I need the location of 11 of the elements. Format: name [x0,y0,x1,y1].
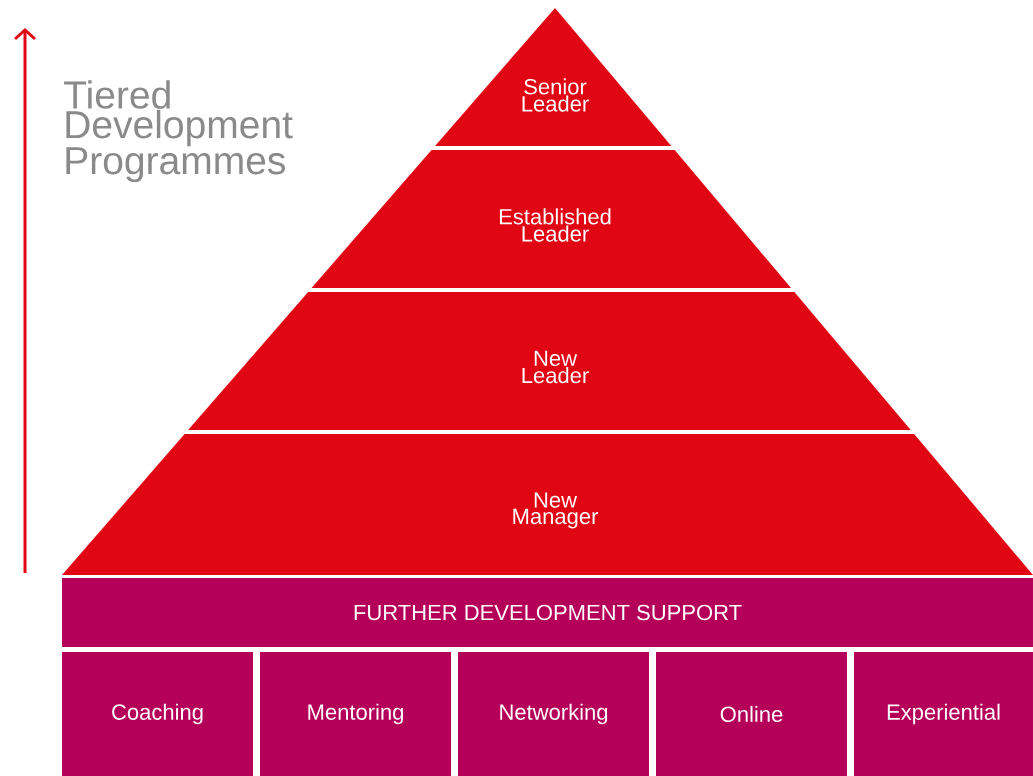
pyramid-tier: Established Leader [311,150,792,288]
support-box: Networking [458,652,649,776]
pyramid-tier: New Leader [188,292,911,430]
support-box: Coaching [62,652,253,776]
title: Tiered Development Programmes [64,80,293,183]
support-box: Online [656,652,847,776]
pyramid-tier: Senior Leader [435,8,672,146]
support-box: Mentoring [260,652,451,776]
pyramid-tier: New Manager [62,434,1033,575]
support-banner: FURTHER DEVELOPMENT SUPPORT [62,578,1033,647]
support-box: Experiential [854,652,1033,776]
